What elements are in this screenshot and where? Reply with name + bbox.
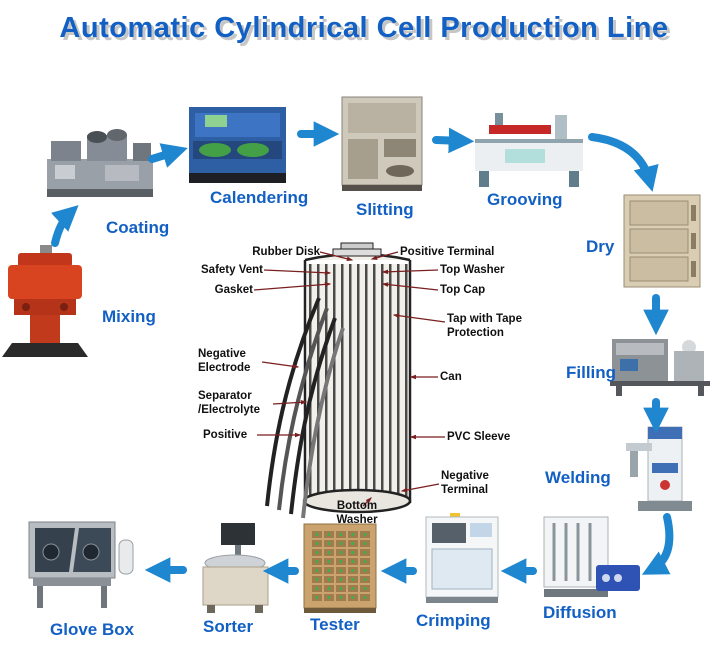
- dry-oven-image: [618, 193, 706, 291]
- step-label-crimping: Crimping: [416, 611, 491, 630]
- step-label-welding: Welding: [545, 468, 611, 487]
- battery-label-positive-terminal: Positive Terminal: [400, 246, 495, 258]
- step-label-glove-box: Glove Box: [50, 620, 135, 639]
- crimping-machine-image: [420, 513, 505, 605]
- diffusion-machine-image: [538, 513, 643, 601]
- welding-machine-image: [618, 423, 703, 518]
- step-label-filling: Filling: [566, 363, 617, 382]
- tester-cabinet-image: [300, 522, 380, 614]
- battery-label-pvc-sleeve: PVC Sleeve: [447, 431, 511, 443]
- battery-label-top-washer: Top Washer: [440, 264, 505, 276]
- battery-cutaway-diagram: [245, 238, 435, 538]
- battery-label-top-cap: Top Cap: [440, 284, 486, 296]
- step-label-slitting: Slitting: [356, 200, 414, 219]
- slitting-machine-image: [338, 93, 426, 193]
- battery-label-rubber-disk: Rubber Disk: [252, 246, 320, 258]
- battery-label-tap-with-tape-protection: Tap with Tape Protection: [447, 313, 522, 339]
- battery-label-gasket: Gasket: [214, 284, 253, 296]
- page-title: Automatic Cylindrical Cell Production Li…: [59, 12, 669, 44]
- battery-label-negative-electrode: Negative Electrode: [198, 348, 251, 374]
- mixing-machine-image: [0, 245, 100, 365]
- step-label-sorter: Sorter: [203, 617, 254, 636]
- glove-box-image: [25, 518, 143, 613]
- battery-label-negative-terminal: Negative Terminal: [441, 470, 489, 496]
- step-label-calendering: Calendering: [210, 188, 309, 207]
- battery-label-safety-vent: Safety Vent: [201, 264, 263, 276]
- step-label-dry: Dry: [586, 237, 615, 256]
- step-label-grooving: Grooving: [487, 190, 563, 209]
- step-label-diffusion: Diffusion: [543, 603, 617, 622]
- step-label-mixing: Mixing: [102, 307, 156, 326]
- step-label-tester: Tester: [310, 615, 360, 634]
- grooving-machine-image: [475, 113, 585, 191]
- step-label-coating: Coating: [106, 218, 170, 237]
- calendering-machine-image: [185, 103, 290, 188]
- coating-machine-image: [45, 125, 155, 205]
- filling-machine-image: [608, 333, 713, 398]
- sorter-machine-image: [193, 523, 278, 615]
- battery-label-can: Can: [440, 371, 462, 383]
- battery-label-bottom-washer: Bottom Washer: [336, 500, 378, 526]
- battery-label-positive: Positive: [203, 429, 248, 441]
- battery-label-separator-electrolyte: Separator /Electrolyte: [198, 390, 260, 416]
